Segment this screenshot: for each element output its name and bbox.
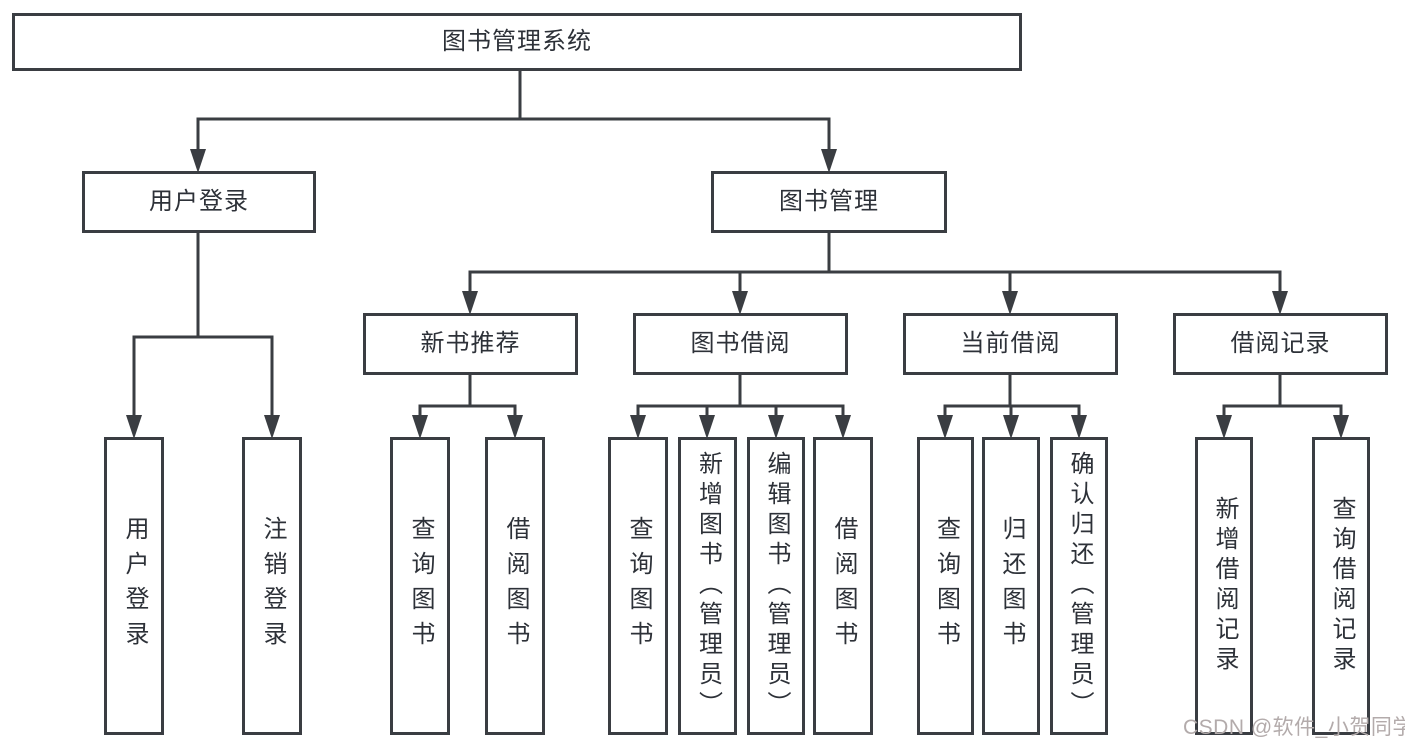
node-new-book-recommend: 新书推荐 <box>363 313 578 375</box>
node-current-borrowing-label: 当前借阅 <box>960 330 1061 357</box>
leaf-user-login: 用户登录 <box>104 437 164 735</box>
leaf-br-query-record: 查询借阅记录 <box>1312 437 1370 735</box>
leaf-cb-confirm-return-admin-label: 确认归还（管理员） <box>1066 451 1093 721</box>
node-book-management-label: 图书管理 <box>779 188 879 215</box>
leaf-bb-edit-books-admin-label: 编辑图书（管理员） <box>763 451 790 721</box>
leaf-cb-confirm-return-admin: 确认归还（管理员） <box>1050 437 1108 735</box>
node-user-login-label: 用户登录 <box>149 188 249 215</box>
leaf-user-login-label: 用户登录 <box>121 516 148 656</box>
leaf-bb-borrow-books-label: 借阅图书 <box>830 516 857 656</box>
node-user-login: 用户登录 <box>82 171 316 233</box>
leaf-br-query-record-label: 查询借阅记录 <box>1328 496 1355 676</box>
node-book-management: 图书管理 <box>711 171 947 233</box>
node-borrowing-records-label: 借阅记录 <box>1230 330 1331 357</box>
leaf-bb-query-books: 查询图书 <box>608 437 668 735</box>
node-borrowing-records: 借阅记录 <box>1173 313 1388 375</box>
node-current-borrowing: 当前借阅 <box>903 313 1118 375</box>
leaf-bb-edit-books-admin: 编辑图书（管理员） <box>747 437 805 735</box>
leaf-bb-add-books-admin: 新增图书（管理员） <box>678 437 737 735</box>
leaf-bb-add-books-admin-label: 新增图书（管理员） <box>694 451 722 721</box>
leaf-bb-borrow-books: 借阅图书 <box>813 437 873 735</box>
node-library-system-label: 图书管理系统 <box>442 28 592 55</box>
leaf-cb-return-books: 归还图书 <box>982 437 1040 735</box>
arrowheads <box>126 149 1349 439</box>
leaf-bb-query-books-label: 查询图书 <box>625 516 652 656</box>
leaf-cb-query-books-label: 查询图书 <box>932 516 960 656</box>
leaf-br-add-record-label: 新增借阅记录 <box>1211 496 1238 676</box>
watermark: CSDN @软件_小贺同学 <box>1183 716 1405 739</box>
leaf-logout-login-label: 注销登录 <box>259 516 286 656</box>
leaf-nbr-query-books-label: 查询图书 <box>407 516 434 656</box>
leaf-nbr-borrow-books: 借阅图书 <box>485 437 545 735</box>
node-new-book-recommend-label: 新书推荐 <box>420 330 521 357</box>
node-library-system: 图书管理系统 <box>12 13 1022 71</box>
leaf-nbr-query-books: 查询图书 <box>390 437 450 735</box>
leaf-nbr-borrow-books-label: 借阅图书 <box>502 516 529 656</box>
leaf-logout-login: 注销登录 <box>242 437 302 735</box>
node-book-borrowing: 图书借阅 <box>633 313 848 375</box>
leaf-cb-return-books-label: 归还图书 <box>998 516 1025 656</box>
node-book-borrowing-label: 图书借阅 <box>690 330 791 357</box>
leaf-cb-query-books: 查询图书 <box>917 437 974 735</box>
leaf-br-add-record: 新增借阅记录 <box>1195 437 1253 735</box>
